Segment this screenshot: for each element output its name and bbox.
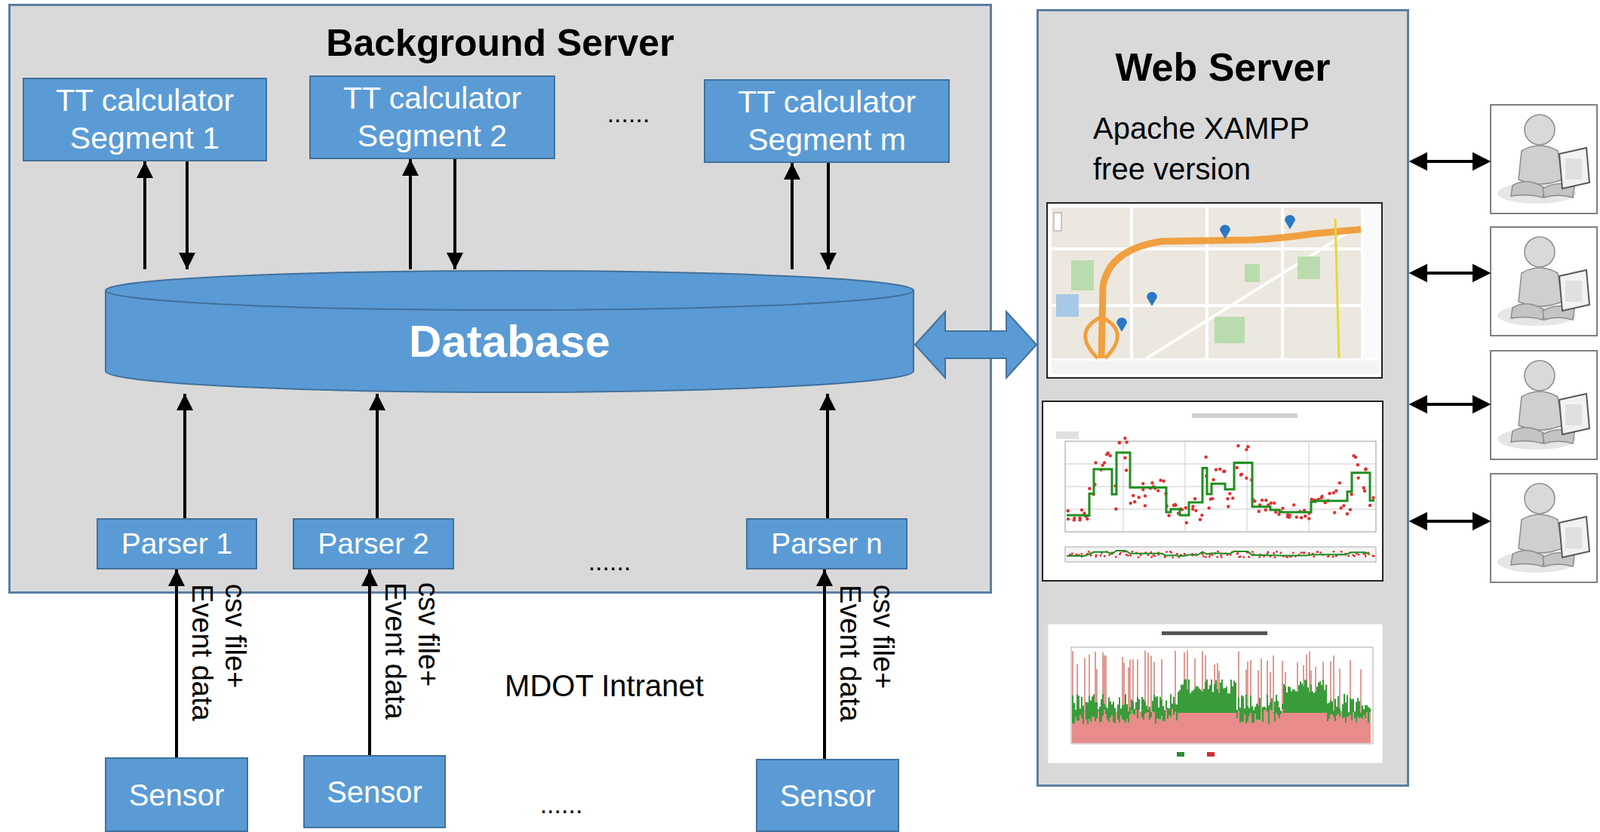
- node-label: Parser 1: [121, 526, 233, 562]
- sensor-box: Sensor: [755, 758, 900, 832]
- arrow-connector: [368, 569, 372, 756]
- panel-title: Background Server: [10, 21, 990, 65]
- sensor-box: Sensor: [303, 755, 446, 829]
- panel-title: Web Server: [1038, 44, 1407, 90]
- pcd-screenshot: [1047, 623, 1383, 764]
- arrow-connector: [790, 162, 794, 270]
- ellipsis-label: ......: [607, 98, 651, 129]
- chart-screenshot: [1042, 401, 1383, 581]
- arrow-connector: [143, 161, 147, 270]
- node-label: TT calculator Segment 1: [31, 82, 258, 157]
- node-label: Sensor: [780, 777, 876, 814]
- process-box: Parser 2: [292, 518, 455, 570]
- arrow-connector: [826, 162, 830, 270]
- process-box: Parser 1: [96, 518, 258, 570]
- user-figure: [1490, 350, 1597, 460]
- sensor-box: Sensor: [104, 757, 249, 832]
- node-label: Parser 2: [317, 526, 429, 562]
- arrow-connector: [185, 161, 189, 270]
- user-arrows: [1412, 154, 1488, 529]
- database-cylinder: Database: [104, 269, 916, 394]
- ellipsis-label: ......: [588, 546, 632, 577]
- edge-label: csv file+ Event data: [378, 582, 446, 743]
- arrow-connector: [453, 159, 457, 270]
- process-box: TT calculator Segment 1: [22, 77, 268, 162]
- arrow-connector: [823, 569, 827, 759]
- node-label: TT calculator Segment m: [712, 83, 941, 158]
- node-label: Sensor: [128, 776, 225, 814]
- user-figure: [1490, 104, 1597, 214]
- network-label: MDOT Intranet: [504, 669, 704, 704]
- node-label: TT calculator Segment 2: [318, 79, 547, 154]
- user-figure: [1490, 473, 1597, 583]
- cylinder-top: [105, 270, 914, 311]
- arrow-connector: [408, 159, 412, 270]
- node-label: Parser n: [770, 526, 882, 562]
- process-box: TT calculator Segment 2: [309, 75, 556, 160]
- server-panel: TT calculator Segment 1 TT calculator Seg…: [8, 3, 992, 594]
- arrow-connector: [183, 393, 187, 519]
- node-label: Sensor: [326, 773, 423, 811]
- panel-note: Apache XAMPP free version: [1093, 107, 1343, 190]
- user-figure: [1490, 227, 1597, 336]
- arrow-connector: [375, 393, 379, 519]
- edge-label: csv file+ Event data: [185, 583, 252, 744]
- arrow-connector: [826, 393, 830, 519]
- map-screenshot: [1047, 202, 1382, 378]
- process-box: TT calculator Segment m: [703, 79, 950, 163]
- edge-label: csv file+ Event data: [833, 584, 900, 745]
- process-box: Parser n: [746, 518, 908, 570]
- node-label: Database: [408, 295, 611, 368]
- ellipsis-label: ......: [540, 789, 584, 820]
- arrow-connector: [175, 569, 179, 758]
